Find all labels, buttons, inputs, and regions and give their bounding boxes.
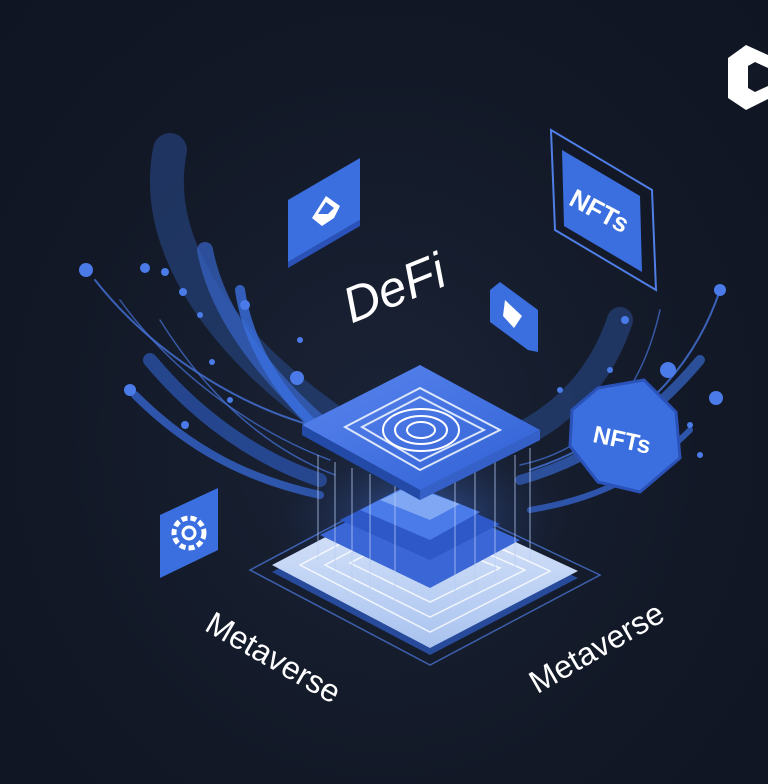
top-slab — [302, 365, 540, 500]
particle-dots — [79, 263, 726, 458]
brand-logo-icon — [728, 45, 768, 110]
nfts-hexagon: NFTs — [568, 378, 682, 494]
crystal-tile — [288, 158, 360, 268]
metaverse-right-label: Metaverse — [523, 594, 670, 700]
cube-icon — [503, 300, 522, 328]
gear-tile — [160, 488, 218, 578]
crystal-icon — [312, 196, 340, 226]
nfts-square-tile: NFTs — [549, 128, 658, 292]
gear-icon — [171, 515, 207, 551]
metaverse-left-label: Metaverse — [200, 604, 347, 710]
cube-tile — [490, 282, 538, 352]
defi-label: DeFi — [335, 242, 456, 334]
connector-lines — [317, 448, 531, 600]
